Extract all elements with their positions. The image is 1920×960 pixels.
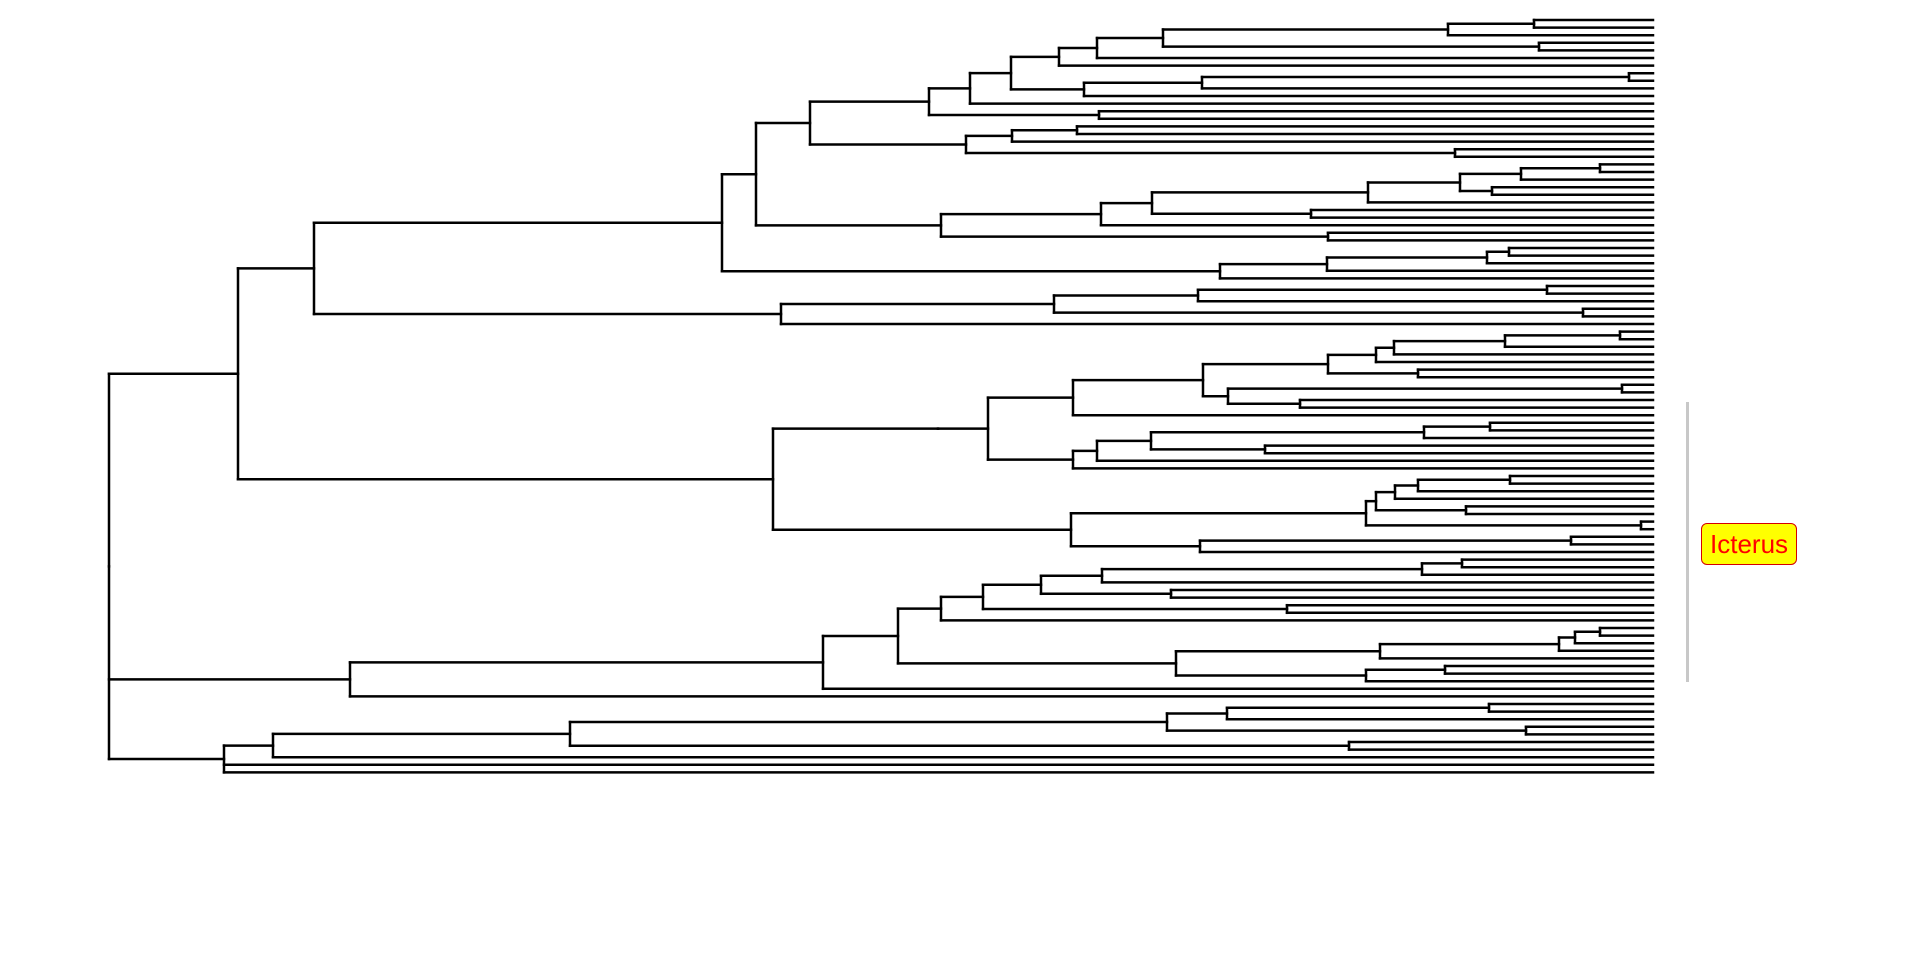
icterus-clade-bar <box>1686 402 1689 682</box>
icterus-clade-label[interactable]: Icterus <box>1701 523 1798 565</box>
